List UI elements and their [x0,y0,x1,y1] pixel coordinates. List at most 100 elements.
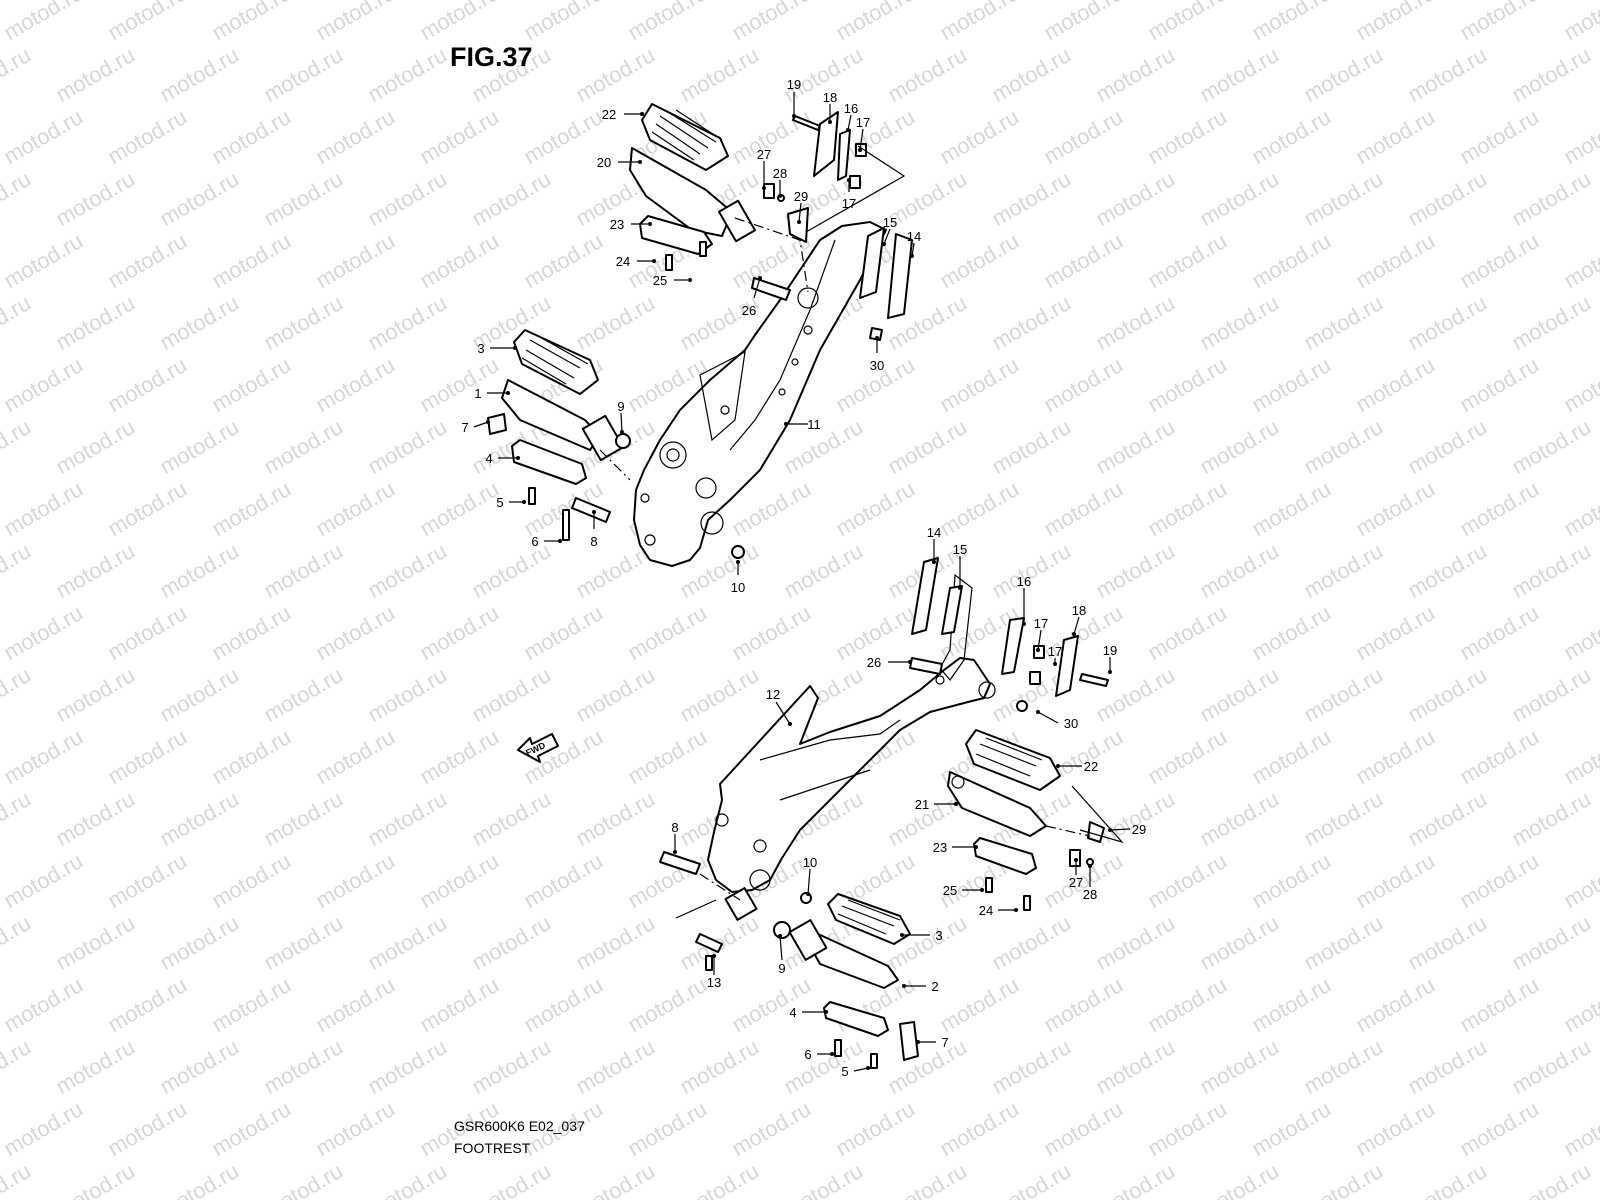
callout-number-3: 3 [477,341,484,356]
callout-dot-7 [486,420,490,424]
callout-dot-28 [1088,864,1092,868]
callout-number-8: 8 [671,820,678,835]
callout-number-28: 28 [773,166,787,181]
callout-dot-4 [824,1010,828,1014]
callout-dot-15 [958,586,962,590]
callout-dot-1 [506,391,510,395]
callout-number-26: 26 [867,655,881,670]
callout-dot-19 [1108,670,1112,674]
upper-passenger-footrest [629,103,757,271]
callout-leader-17 [1037,629,1042,651]
callout-dot-5 [522,500,526,504]
callout-leader-29 [798,202,802,223]
callout-dot-26 [908,660,912,664]
callout-dot-25 [688,278,692,282]
upper-rider-footrest [487,329,745,559]
callout-number-16: 16 [1017,574,1031,589]
callout-dot-24 [652,259,656,263]
callout-dot-9 [778,934,782,938]
callout-number-3: 3 [935,928,942,943]
callout-dot-6 [830,1052,834,1056]
callout-number-6: 6 [804,1047,811,1062]
callout-number-19: 19 [1103,643,1117,658]
callout-number-19: 19 [787,77,801,92]
callout-dot-21 [954,802,958,806]
callout-number-27: 27 [1069,875,1083,890]
callout-number-18: 18 [1072,603,1086,618]
callout-dot-16 [1022,622,1026,626]
callout-dot-26 [758,276,762,280]
callout-number-15: 15 [953,542,967,557]
callout-number-15: 15 [883,215,897,230]
figure-code: GSR600K6 E02_037 [454,1118,585,1134]
callout-number-29: 29 [794,189,808,204]
callout-dot-30 [1036,710,1040,714]
callout-number-17: 17 [856,115,870,130]
callout-number-10: 10 [803,855,817,870]
callout-dot-9 [620,430,624,434]
callout-number-16: 16 [844,101,858,116]
callout-number-4: 4 [485,451,492,466]
callout-dot-27 [762,186,766,190]
callout-number-18: 18 [823,90,837,105]
callout-dot-11 [784,422,788,426]
callout-number-2: 2 [931,979,938,994]
upper-hardware [751,111,913,341]
callout-dot-3 [900,933,904,937]
callout-number-28: 28 [1083,887,1097,902]
callout-dot-18 [828,120,832,124]
callout-number-13: 13 [707,975,721,990]
callout-number-23: 23 [933,840,947,855]
callout-number-1: 1 [474,386,481,401]
callout-number-4: 4 [789,1005,796,1020]
callout-dot-22 [1056,764,1060,768]
callout-number-22: 22 [602,107,616,122]
callout-dot-15 [882,242,886,246]
callout-dot-28 [778,194,782,198]
callout-dot-29 [1108,828,1112,832]
callout-dot-5 [866,1066,870,1070]
callout-dot-25 [980,888,984,892]
callout-layer: 2220232425191816171727282915142630317941… [461,77,1146,1079]
callout-dot-23 [648,222,652,226]
callout-leader-9 [779,935,783,961]
callout-number-25: 25 [653,273,667,288]
callout-number-20: 20 [597,155,611,170]
callout-number-14: 14 [927,525,941,540]
figure-title: FIG.37 [450,42,533,72]
callout-leader-7 [473,421,489,428]
callout-number-29: 29 [1132,822,1146,837]
lower-hardware [909,557,1109,712]
callout-dot-24 [1014,908,1018,912]
callout-number-22: 22 [1084,759,1098,774]
callout-number-7: 7 [941,1035,948,1050]
callout-dot-17 [847,178,851,182]
callout-number-10: 10 [731,580,745,595]
callout-dot-27 [1074,858,1078,862]
callout-dot-19 [792,114,796,118]
callout-dot-10 [736,560,740,564]
callout-dot-14 [932,560,936,564]
callout-leader-5 [853,1067,869,1072]
lower-footrest-bracket [707,573,996,893]
figure-name: FOOTREST [454,1140,531,1156]
callout-dot-20 [638,160,642,164]
callout-leader-26 [753,277,761,299]
callout-number-23: 23 [610,217,624,232]
callout-dot-10 [806,892,810,896]
callout-dot-7 [916,1040,920,1044]
callout-dot-16 [846,128,850,132]
fwd-arrow: FWD [517,733,559,763]
callout-number-14: 14 [907,229,921,244]
callout-leader-9 [620,412,623,433]
callout-leader-14 [911,242,915,257]
callout-dot-8 [673,850,677,854]
callout-leader-10 [807,868,811,895]
callout-number-5: 5 [841,1064,848,1079]
callout-dot-29 [797,220,801,224]
lower-passenger-footrest [947,729,1105,911]
callout-dot-18 [1072,632,1076,636]
callout-number-9: 9 [617,399,624,414]
callout-number-11: 11 [807,417,821,432]
